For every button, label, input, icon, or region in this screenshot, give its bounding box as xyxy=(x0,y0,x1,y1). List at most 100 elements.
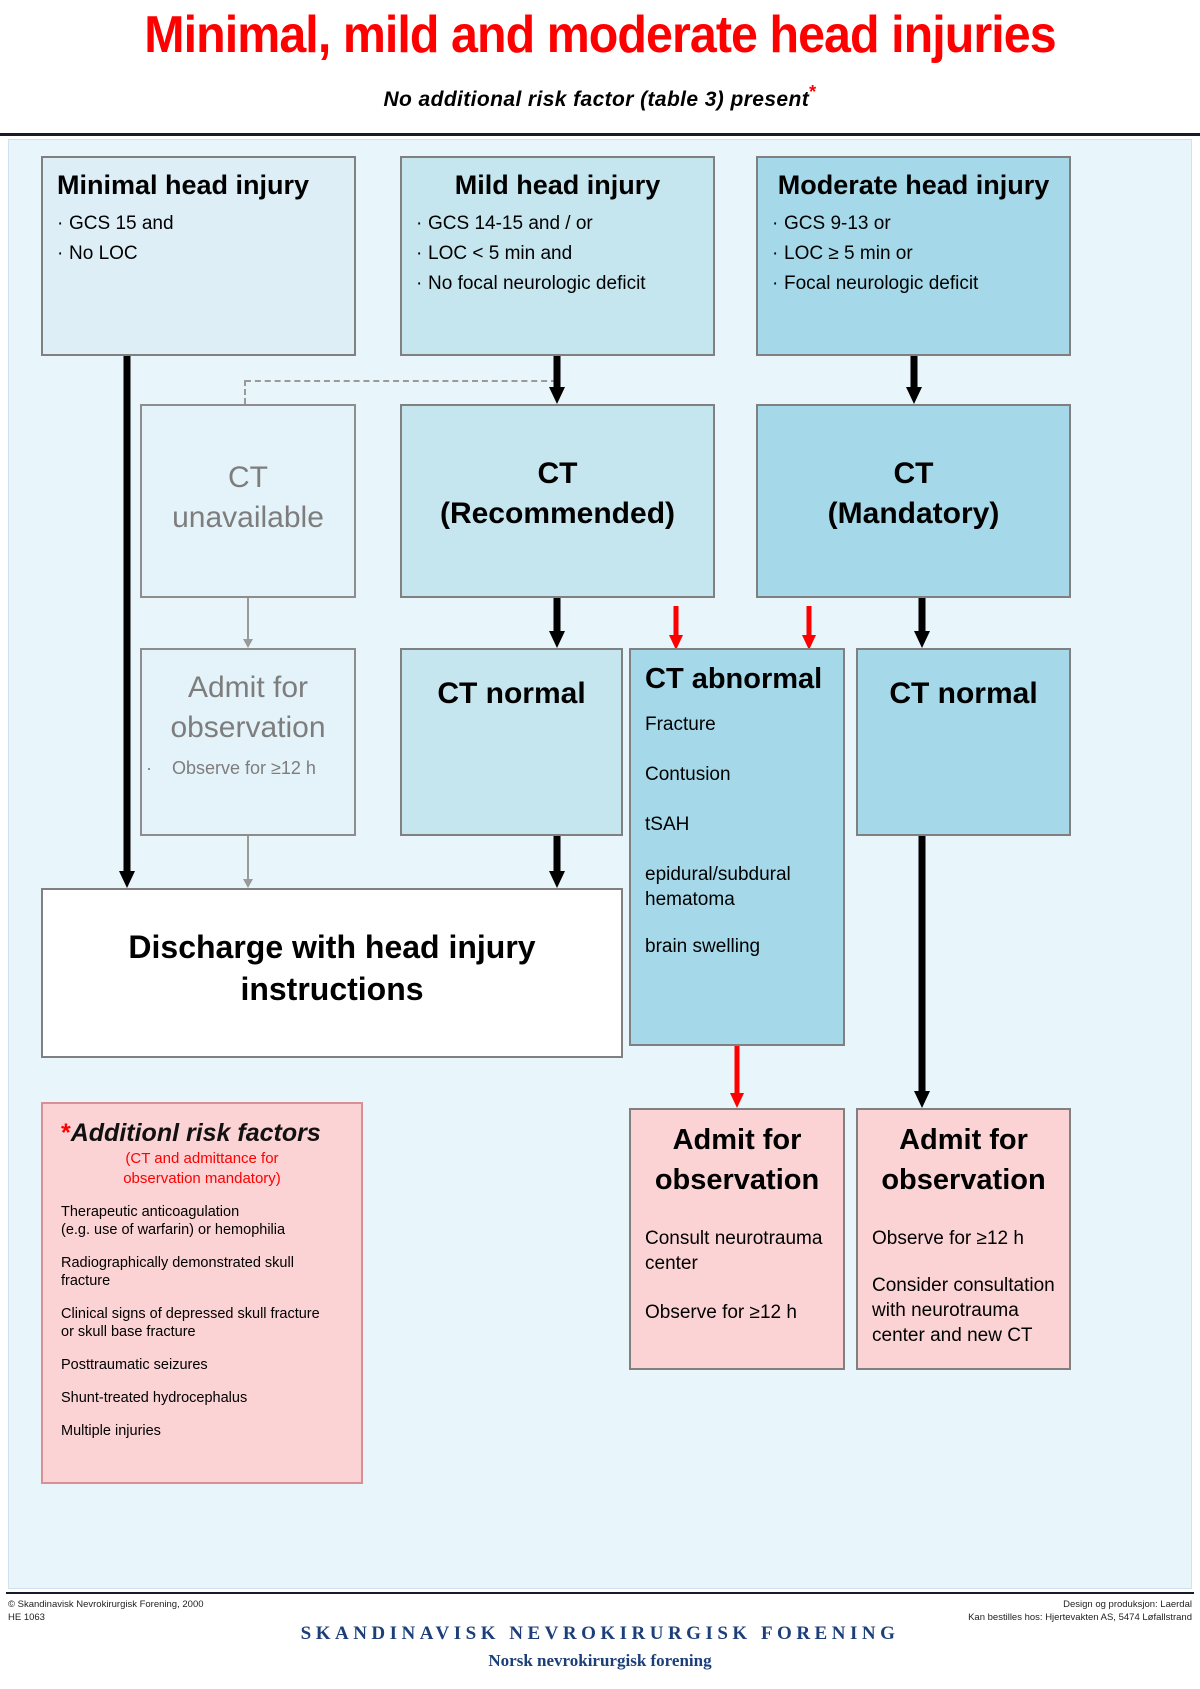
page-footer: © Skandinavisk Nevrokirurgisk Forening, … xyxy=(0,1592,1200,1689)
risk-factors-subtitle-line2: observation mandatory) xyxy=(123,1170,281,1187)
bullet-dot-icon: · xyxy=(57,243,64,264)
footer-copyright-line1: © Skandinavisk Nevrokirurgisk Forening, … xyxy=(8,1599,204,1610)
arrow-shaft xyxy=(244,380,246,413)
list-item: ·Focal neurologic deficit xyxy=(772,269,1055,299)
list-item: Multiple injuries xyxy=(61,1423,161,1439)
node-admit-observation-moderate[interactable]: Admit for observation Observe for ≥12 h … xyxy=(856,1108,1071,1370)
list-item: Therapeutic anticoagulation (e.g. use of… xyxy=(61,1204,286,1238)
bullet-dot-icon: · xyxy=(57,213,64,234)
node-ct-normal-moderate[interactable]: CT normal xyxy=(856,648,1071,836)
node-ct-abnormal[interactable]: CT abnormal Fracture Contusion tSAH epid… xyxy=(629,648,845,1046)
list-item: ·No focal neurologic deficit xyxy=(416,269,699,299)
list-item: Consider consultation with neurotrauma c… xyxy=(872,1275,1055,1346)
node-minimal-bullets: ·GCS 15 and ·No LOC xyxy=(57,209,340,269)
node-admit-grey-detail: ·Observe for ≥12 h xyxy=(146,758,316,778)
arrow-ct-abnormal-to-admit xyxy=(730,1046,744,1108)
node-moderate-head-injury[interactable]: Moderate head injury ·GCS 9-13 or ·LOC ≥… xyxy=(756,156,1071,356)
bullet-dot-icon: · xyxy=(772,273,779,294)
arrow-head-icon xyxy=(669,635,683,650)
list-item: ·LOC ≥ 5 min or xyxy=(772,239,1055,269)
node-discharge[interactable]: Discharge with head injury instructions xyxy=(41,888,623,1058)
node-minimal-title: Minimal head injury xyxy=(57,170,310,200)
page-subtitle-text: No additional risk factor (table 3) pres… xyxy=(383,88,810,111)
arrow-head-icon xyxy=(549,387,565,404)
node-ct-abnormal-findings: Fracture Contusion tSAH epidural/subdura… xyxy=(645,712,829,959)
arrow-head-icon xyxy=(802,635,816,650)
arrow-head-icon xyxy=(119,871,135,888)
node-minimal-head-injury[interactable]: Minimal head injury ·GCS 15 and ·No LOC xyxy=(41,156,356,356)
arrow-head-icon xyxy=(906,387,922,404)
list-item: Consult neurotrauma center xyxy=(645,1228,823,1274)
node-ct-normal-mild-label: CT normal xyxy=(437,677,586,710)
arrow-ct-recommended-to-ct-abnormal xyxy=(669,606,683,650)
list-item: ·GCS 9-13 or xyxy=(772,209,1055,239)
arrow-admit-grey-to-discharge xyxy=(241,836,255,888)
arrow-ct-mandatory-to-ct-normal xyxy=(914,598,930,648)
list-item: tSAH xyxy=(645,814,690,835)
panel-additional-risk-factors[interactable]: *Additionl risk factors (CT and admittan… xyxy=(41,1102,363,1484)
node-admit-observation-abnormal[interactable]: Admit for observation Consult neurotraum… xyxy=(629,1108,845,1370)
node-ct-recommended-label: CT (Recommended) xyxy=(439,457,676,530)
page-header: Minimal, mild and moderate head injuries… xyxy=(0,0,1200,136)
node-ct-normal-moderate-label: CT normal xyxy=(889,677,1038,710)
arrow-shaft xyxy=(734,1046,740,1094)
node-ct-unavailable[interactable]: CT unavailable xyxy=(140,404,356,598)
arrow-shaft xyxy=(918,598,926,633)
bullet-dot-icon: · xyxy=(416,273,423,294)
node-ct-mandatory[interactable]: CT (Mandatory) xyxy=(756,404,1071,598)
arrow-shaft xyxy=(806,606,812,636)
list-item: Fracture xyxy=(645,714,716,735)
list-item: Radiographically demonstrated skull frac… xyxy=(61,1255,294,1289)
list-item: Contusion xyxy=(645,764,731,785)
node-ct-mandatory-label: CT (Mandatory) xyxy=(827,457,1000,530)
node-ct-normal-mild[interactable]: CT normal xyxy=(400,648,623,836)
list-item: Shunt-treated hydrocephalus xyxy=(61,1390,248,1406)
footer-organization-name-no: Norsk nevrokirurgisk forening xyxy=(488,1651,712,1670)
arrow-ct-normal-mod-to-admit xyxy=(914,836,930,1108)
bullet-dot-icon: · xyxy=(416,213,423,234)
arrow-head-icon xyxy=(243,639,253,648)
node-ct-recommended[interactable]: CT (Recommended) xyxy=(400,404,715,598)
node-ct-abnormal-title: CT abnormal xyxy=(645,663,823,695)
footer-divider xyxy=(6,1592,1194,1594)
list-item: ·No LOC xyxy=(57,239,340,269)
node-ct-unavailable-label: CT unavailable xyxy=(172,461,324,534)
arrow-shaft xyxy=(553,598,561,633)
arrow-shaft xyxy=(247,836,249,879)
connector-mild-to-ct-unavailable xyxy=(245,380,557,382)
node-mild-head-injury[interactable]: Mild head injury ·GCS 14-15 and / or ·LO… xyxy=(400,156,715,356)
bullet-dot-icon: · xyxy=(416,243,423,264)
arrow-ct-mandatory-to-ct-abnormal xyxy=(802,606,816,650)
node-admit-grey-label: Admit for observation xyxy=(170,671,326,744)
arrow-ct-normal-to-discharge xyxy=(549,836,565,888)
footer-credits: Design og produksjon: Laerdal Kan bestil… xyxy=(968,1598,1192,1624)
arrow-head-icon xyxy=(549,871,565,888)
arrow-shaft xyxy=(247,598,249,639)
footer-credit-line2: Kan bestilles hos: Hjertevakten AS, 5474… xyxy=(968,1612,1192,1623)
arrow-minimal-to-discharge xyxy=(119,356,135,888)
node-discharge-label: Discharge with head injury instructions xyxy=(128,929,536,1007)
bullet-dot-icon: · xyxy=(772,243,779,264)
node-moderate-title: Moderate head injury xyxy=(777,170,1050,200)
list-item: brain swelling xyxy=(645,936,761,957)
arrow-shaft xyxy=(918,836,926,1093)
arrow-head-icon xyxy=(549,631,565,648)
asterisk-marker-icon: * xyxy=(809,82,817,102)
list-item: Observe for ≥12 h xyxy=(645,1302,797,1323)
page-title: Minimal, mild and moderate head injuries xyxy=(144,6,1056,64)
arrow-shaft xyxy=(553,836,561,873)
page-subtitle: No additional risk factor (table 3) pres… xyxy=(0,82,1200,112)
node-admit-abnormal-title: Admit for observation xyxy=(654,1124,820,1196)
arrow-shaft xyxy=(123,356,131,871)
list-item: Observe for ≥12 h xyxy=(872,1228,1024,1249)
arrow-head-icon xyxy=(730,1093,744,1108)
list-item: ·LOC < 5 min and xyxy=(416,239,699,269)
node-admit-observation-grey[interactable]: Admit for observation ·Observe for ≥12 h xyxy=(140,648,356,836)
arrow-shaft xyxy=(673,606,679,636)
arrow-head-icon xyxy=(914,631,930,648)
list-item: Posttraumatic seizures xyxy=(61,1357,208,1373)
footer-copyright-line2: HE 1063 xyxy=(8,1612,45,1623)
bullet-dot-icon: · xyxy=(146,758,152,778)
arrow-head-icon xyxy=(243,879,253,888)
list-item: Clinical signs of depressed skull fractu… xyxy=(61,1306,320,1340)
